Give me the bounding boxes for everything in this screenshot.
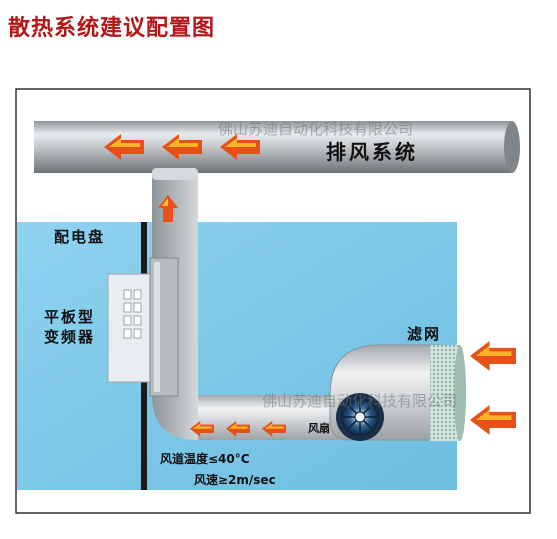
duct-temperature-label: 风道温度≤40°C: [160, 452, 250, 466]
fan-icon: [336, 393, 384, 441]
vertical-duct-top: [152, 168, 198, 180]
arrow-left-icon: [470, 405, 516, 435]
distribution-panel-label: 配电盘: [54, 228, 106, 246]
inverter-vents: [123, 289, 142, 339]
air-speed-label: 风速≥2m/sec: [194, 473, 276, 487]
exhaust-duct-end: [504, 121, 520, 173]
watermark-top: 佛山苏迪自动化科技有限公司: [218, 120, 414, 138]
page-title: 散热系统建议配置图: [8, 16, 216, 41]
arrow-up-icon: [158, 195, 178, 222]
filter-mesh-icon: [430, 345, 466, 441]
filter-label: 滤网: [407, 325, 442, 343]
arrow-left-icon: [470, 341, 516, 371]
flat-inverter-label-line1: 平板型: [44, 308, 96, 326]
flat-inverter-label-line2: 变频器: [44, 328, 96, 346]
fan-label: 风扇: [308, 422, 330, 435]
flat-inverter-label: 平板型 变频器: [44, 307, 95, 347]
inverter-heatsink-highlight: [154, 262, 160, 392]
exhaust-system-label: 排风系统: [326, 140, 418, 164]
diagram-frame: [15, 88, 531, 514]
watermark-bottom: 佛山苏迪自动化科技有限公司: [262, 392, 458, 410]
